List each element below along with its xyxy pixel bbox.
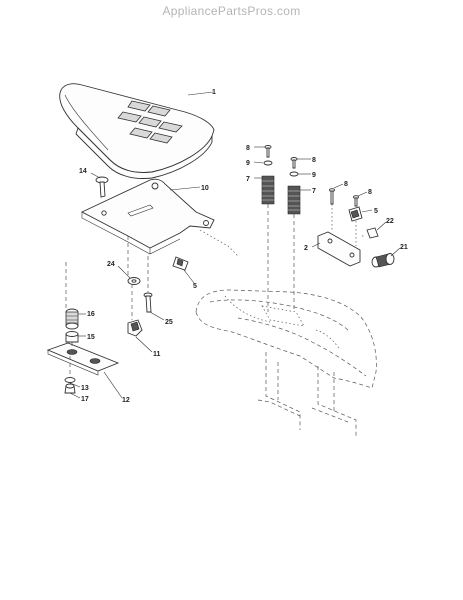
nut-17[interactable]: [64, 383, 76, 394]
callout-2: 2: [304, 245, 308, 252]
callout-5-left: 5: [193, 283, 197, 290]
carriage-bolt[interactable]: [95, 176, 109, 198]
callout-16: 16: [87, 311, 95, 318]
knob-5-right[interactable]: [348, 206, 363, 222]
callout-1: 1: [212, 89, 216, 96]
washer-24[interactable]: [127, 277, 141, 285]
callout-5-right: 5: [374, 208, 378, 215]
nut-22[interactable]: [366, 227, 379, 239]
callout-7-b: 7: [312, 188, 316, 195]
callout-8-b: 8: [312, 157, 316, 164]
knob-5-left[interactable]: [172, 256, 189, 271]
bushing-15[interactable]: [65, 331, 79, 343]
callout-13: 13: [81, 385, 89, 392]
bolt-8-b[interactable]: [290, 157, 298, 169]
callout-12: 12: [122, 397, 130, 404]
spring-7-b[interactable]: [287, 185, 301, 215]
washer-13[interactable]: [64, 377, 76, 383]
screw-25[interactable]: [143, 292, 153, 313]
bolt-8-a[interactable]: [264, 145, 272, 158]
seat-pan[interactable]: [80, 178, 215, 255]
callout-22: 22: [386, 218, 394, 225]
guide-lines: [65, 204, 366, 377]
bolt-8-c[interactable]: [329, 188, 335, 205]
callout-8-d: 8: [368, 189, 372, 196]
seat-pad-pattern: [117, 100, 183, 144]
fender[interactable]: [195, 289, 377, 389]
callout-7-a: 7: [246, 176, 250, 183]
callout-15: 15: [87, 334, 95, 341]
callout-21: 21: [400, 244, 408, 251]
callout-8-c: 8: [344, 181, 348, 188]
callout-9-b: 9: [312, 172, 316, 179]
callout-25: 25: [165, 319, 173, 326]
spring-7-a[interactable]: [261, 175, 275, 205]
knob-21[interactable]: [371, 253, 395, 268]
seat[interactable]: [59, 83, 215, 179]
callout-9-a: 9: [246, 160, 250, 167]
washer-9-b[interactable]: [289, 171, 299, 177]
leader-lines: [69, 91, 401, 399]
callout-labels: 1 14 10 24 5 16 15 25 11 13 17 12 8 9 7 …: [79, 89, 408, 404]
watermark: AppliancePartsPros.com: [162, 4, 301, 18]
callout-8-a: 8: [246, 145, 250, 152]
bracket-12[interactable]: [46, 342, 120, 376]
callout-10: 10: [201, 185, 209, 192]
chassis-frame: [257, 352, 357, 436]
callout-14: 14: [79, 168, 87, 175]
washer-9-a[interactable]: [263, 160, 273, 166]
callout-11: 11: [153, 351, 161, 358]
knob-11[interactable]: [127, 319, 143, 337]
callout-24: 24: [107, 261, 115, 268]
bracket-2[interactable]: [317, 231, 361, 267]
spring-16[interactable]: [65, 308, 79, 330]
bolt-8-d[interactable]: [353, 195, 359, 207]
callout-17: 17: [81, 396, 89, 403]
